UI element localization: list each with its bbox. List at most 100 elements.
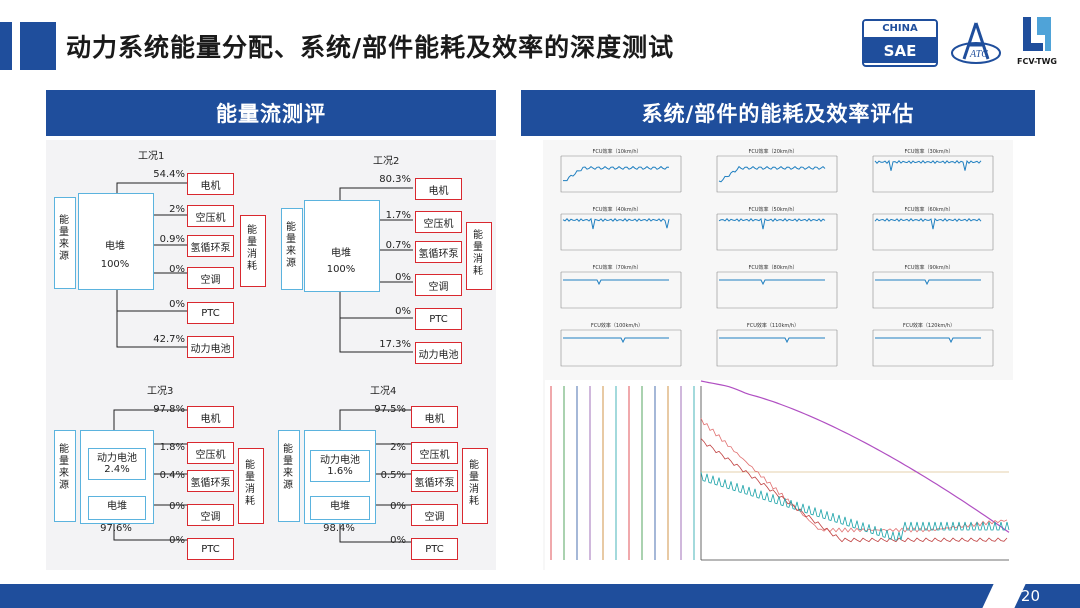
fcu-mini-chart: FCU效率（60km/h）: [863, 206, 995, 256]
fcv-twg-logo: FCV-TWG: [1014, 15, 1060, 71]
condition-3-battery-pct: 2.4%: [104, 464, 130, 475]
condition-2-stack-pct: 100%: [326, 264, 356, 275]
fcu-mini-chart-plot: [716, 213, 838, 251]
condition-4-pct-h2pump: 0.5%: [380, 470, 406, 481]
fcu-mini-chart-line: [875, 337, 981, 344]
condition-4-stack-box: 电堆: [310, 496, 370, 520]
fcu-mini-chart-line: [719, 337, 825, 344]
condition-4-connectors: [339, 409, 411, 543]
fcu-mini-chart-title: FCU效率（50km/h）: [748, 207, 798, 213]
condition-4-sink-compressor: 空压机: [411, 442, 458, 464]
red-trace: [700, 418, 1008, 533]
logo-group: CHINA SAE ATC FCV-TWG: [862, 14, 1060, 72]
fcu-mini-chart-title: FCU效率（110km/h）: [746, 323, 800, 329]
condition-1-sink-motor: 电机: [187, 173, 234, 195]
condition-3-connectors: [113, 409, 187, 541]
condition-1-stack-label: 电堆: [105, 241, 125, 252]
energy-trace-svg: [550, 380, 1010, 561]
condition-2-sink-motor: 电机: [415, 178, 462, 200]
condition-3-pct-ptc: 0%: [169, 535, 185, 546]
condition-1-sink-label-box: [240, 215, 266, 287]
fcu-mini-chart-title: FCU效率（30km/h）: [904, 149, 954, 155]
condition-2-pct-battery: 17.3%: [379, 339, 411, 350]
condition-1-pct-h2pump: 0.9%: [159, 234, 185, 245]
title-accent-edge: [0, 22, 12, 70]
condition-4-sink-label-box: [462, 448, 488, 524]
fcu-mini-chart-plot: [872, 213, 994, 251]
condition-1-pct-ptc: 0%: [169, 299, 185, 310]
condition-2-sink-ac: 空调: [415, 274, 462, 296]
fcu-mini-chart-plot: [560, 329, 682, 367]
condition-1-sink-ac: 空调: [187, 267, 234, 289]
fcu-mini-chart: FCU效率（70km/h）: [551, 264, 683, 314]
title-accent-bar: [20, 22, 56, 70]
fcu-mini-chart-line: [718, 165, 826, 183]
fcu-mini-chart-title: FCU效率（120km/h）: [902, 323, 956, 329]
condition-2-pct-h2pump: 0.7%: [385, 240, 411, 251]
tatc-logo: ATC: [951, 22, 1001, 64]
fcu-mini-chart-line: [718, 217, 826, 230]
condition-2-pct-ac: 0%: [395, 272, 411, 283]
condition-2-sink-ptc: PTC: [415, 308, 462, 330]
fcu-mini-chart-title: FCU效率（20km/h）: [748, 149, 798, 155]
fcu-mini-chart-title: FCU效率（90km/h）: [904, 265, 954, 271]
condition-3-sink-label: 能量消耗: [245, 460, 255, 507]
condition-2-source-label-box: [281, 208, 303, 290]
fcu-mini-chart: FCU效率（30km/h）: [863, 148, 995, 198]
condition-3-sink-motor: 电机: [187, 406, 234, 428]
condition-1-sink-ptc: PTC: [187, 302, 234, 324]
condition-1-sink-battery: 动力电池: [187, 336, 234, 358]
condition-2-stack-label: 电堆: [331, 248, 351, 259]
condition-4-pct-compressor: 2%: [390, 442, 406, 453]
fcu-mini-chart: FCU效率（40km/h）: [551, 206, 683, 256]
fcv-logo-text: FCV-TWG: [1017, 57, 1057, 66]
fcv-mark-icon: [1023, 17, 1051, 51]
condition-4-stack-label: 电堆: [330, 501, 350, 512]
condition-3-pct-motor: 97.8%: [153, 404, 185, 415]
condition-4-pct-motor: 97.5%: [374, 404, 406, 415]
fcu-mini-chart: FCU效率（110km/h）: [707, 322, 839, 372]
condition-3-pct-ac: 0%: [169, 501, 185, 512]
fcu-mini-chart-title: FCU效率（10km/h）: [592, 149, 642, 155]
condition-3-stack-label: 电堆: [107, 501, 127, 512]
fcu-mini-chart: FCU效率（100km/h）: [551, 322, 683, 372]
condition-2-diagram: 工况2 能量来源 电堆 100% 80.3% 电机 1.7% 空压机 0.7% …: [278, 150, 493, 370]
condition-4-source-label-box: [278, 430, 300, 522]
condition-1-pct-ac: 0%: [169, 264, 185, 275]
condition-3-source-label-box: [54, 430, 76, 522]
plot-axes: [700, 386, 1009, 561]
condition-3-source-label: 能量来源: [59, 444, 69, 491]
fcu-mini-chart-line: [563, 337, 669, 344]
china-logo-bottom: SAE: [864, 39, 936, 63]
condition-1-sink-compressor: 空压机: [187, 205, 234, 227]
china-logo-top: CHINA: [864, 21, 936, 39]
condition-3-battery-label: 动力电池: [97, 453, 137, 464]
fcu-mini-chart-line: [563, 279, 669, 286]
fcu-mini-chart-line: [562, 217, 670, 230]
condition-1-pct-battery: 42.7%: [153, 334, 185, 345]
condition-2-stack-box: [304, 200, 380, 292]
fcu-mini-chart-plot: [872, 329, 994, 367]
condition-1-diagram: 工况1 能量来源 电堆 100% 54.4% 电机 2% 空压机 0.9% 氢循…: [52, 145, 266, 365]
condition-1-sink-label: 能量消耗: [247, 225, 257, 272]
condition-1-stack-box: [78, 193, 154, 290]
footer-bar: [0, 584, 1080, 608]
fcu-mini-chart: FCU效率（20km/h）: [707, 148, 839, 198]
condition-4-stack-pct: 98.4%: [323, 523, 355, 534]
china-sae-logo: CHINA SAE: [862, 19, 938, 67]
condition-1-pct-compressor: 2%: [169, 204, 185, 215]
condition-4-diagram: 工况4 能量来源 动力电池 1.6% 电堆 98.4% 97.5% 电机 2% …: [278, 380, 493, 560]
condition-1-source-label: 能量来源: [59, 215, 69, 262]
condition-3-sink-h2pump: 氢循环泵: [187, 470, 234, 492]
fcu-mini-chart: FCU效率（120km/h）: [863, 322, 995, 372]
fcu-mini-chart-plot: [716, 329, 838, 367]
fcu-mini-chart-line: [875, 279, 981, 286]
condition-4-pct-ac: 0%: [390, 501, 406, 512]
condition-4-title: 工况4: [370, 386, 397, 397]
condition-1-connectors: [116, 182, 187, 348]
condition-1-sink-h2pump: 氢循环泵: [187, 235, 234, 257]
fcu-mini-chart: FCU效率（90km/h）: [863, 264, 995, 314]
fcu-mini-chart-plot: [560, 271, 682, 309]
fcu-mini-chart: FCU效率（80km/h）: [707, 264, 839, 314]
fcu-mini-chart-plot: [560, 213, 682, 251]
